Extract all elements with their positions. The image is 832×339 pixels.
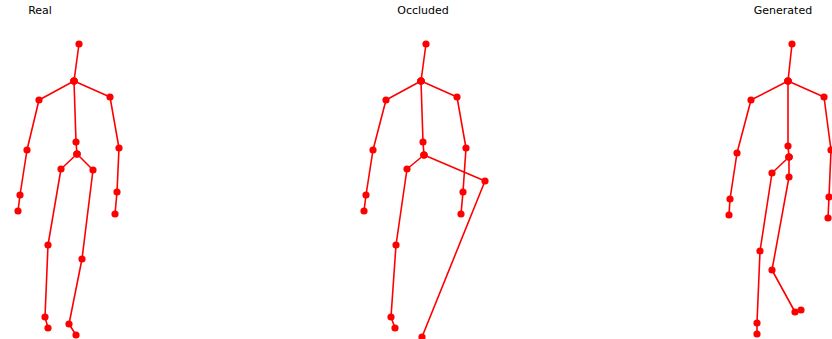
generated-skeleton [729,44,831,334]
subplot-title: Occluded [397,4,449,17]
subplot-title: Real [28,4,52,17]
subplot-title: Generated [754,4,812,17]
occluded-skeleton [364,44,485,337]
real-skeleton [18,44,119,335]
